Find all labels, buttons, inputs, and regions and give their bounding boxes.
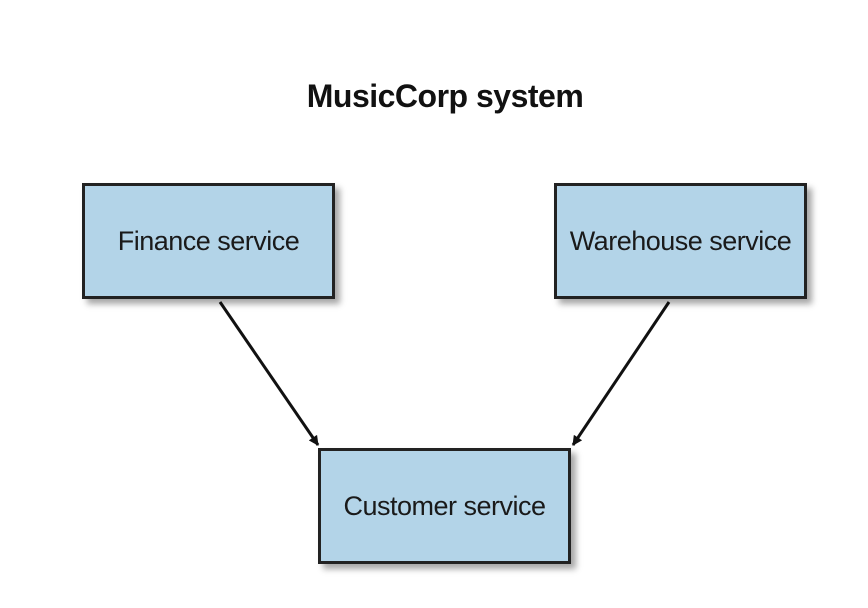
warehouse-service-label: Warehouse service (569, 225, 792, 256)
customer-service-box: Customer service (318, 448, 571, 564)
customer-service-label: Customer service (343, 490, 546, 521)
arrow-warehouse-to-customer (571, 301, 671, 446)
finance-service-label: Finance service (117, 225, 300, 256)
arrow-finance-to-customer (218, 301, 320, 446)
diagram-title: MusicCorp system (306, 78, 584, 114)
warehouse-service-box: Warehouse service (554, 183, 807, 299)
finance-service-box: Finance service (82, 183, 335, 299)
